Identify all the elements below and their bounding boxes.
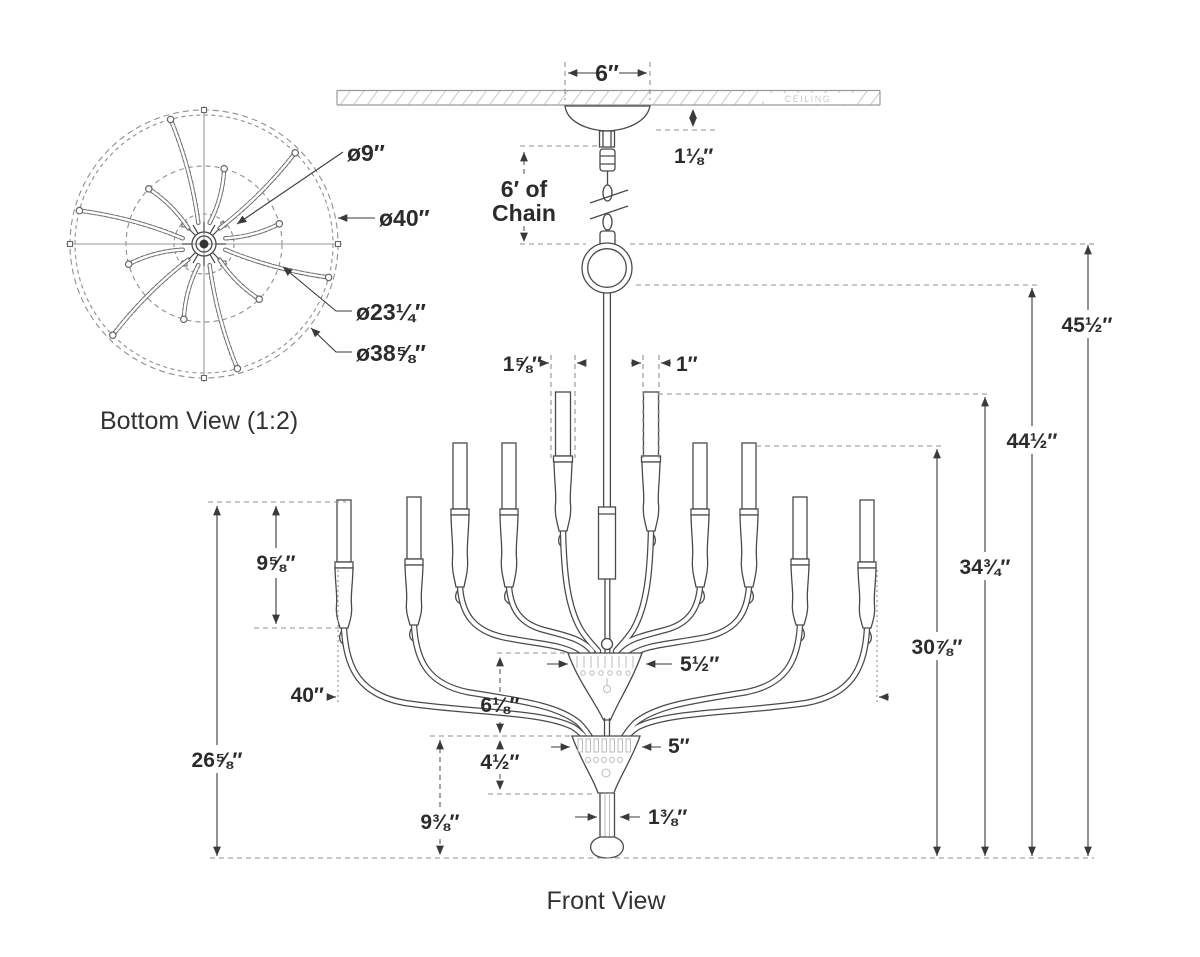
chain-note-line1: 6′ of — [501, 176, 548, 202]
dim-lower-bobeche-height: 4½″ — [480, 751, 519, 774]
ceiling-label: CEILING — [785, 94, 832, 104]
dim-stem-width: 1⅜″ — [648, 806, 687, 829]
arm-end-nodes — [75, 115, 333, 373]
arms — [338, 527, 873, 748]
dim-upper-bobeche-width: 5½″ — [680, 653, 719, 676]
central-stem — [567, 293, 643, 859]
dim-inner-ring-diameter: ø23¼″ — [356, 299, 426, 325]
dim-body-height: 26⅝″ — [192, 749, 243, 772]
dim-to-upper-candles: 34¾″ — [960, 556, 1011, 579]
bottom-finial — [589, 836, 625, 859]
dim-lower-bobeche-width: 5″ — [668, 735, 690, 758]
canopy — [564, 105, 651, 132]
dim-overall-diameter: ø40″ — [379, 205, 430, 231]
dim-bobeche-gap: 6⅛″ — [480, 694, 519, 717]
chain-note-line2: Chain — [492, 200, 556, 226]
front-dimensions: 6″ 1⅛″ 6′ of Chain 45½″ 44½″ 34¾″ 30⅞″ 2… — [192, 60, 1113, 859]
dim-overall-a: 45½″ — [1062, 314, 1113, 337]
dim-hub-diameter: ø9″ — [347, 140, 385, 166]
dim-bottom-drop: 9⅜″ — [420, 811, 459, 834]
radial-arms — [77, 117, 331, 371]
dim-sleeve-width: 1⅝″ — [503, 353, 542, 376]
canopy-and-chain — [564, 105, 651, 294]
front-view-caption: Front View — [546, 887, 666, 915]
hanging-ring — [581, 242, 633, 294]
bottom-view-leaders: ø9″ ø40″ ø23¼″ ø38⅝″ — [236, 140, 430, 366]
bottom-view: ø9″ ø40″ ø23¼″ ø38⅝″ Bottom View (1:2) — [66, 106, 430, 435]
ceiling-hatch: CEILING — [336, 89, 881, 106]
dim-candle-height: 9⅝″ — [256, 552, 295, 575]
dim-to-mid-candles: 30⅞″ — [912, 636, 963, 659]
center-candle-socket — [597, 506, 617, 580]
dim-overall-b: 44½″ — [1007, 430, 1058, 453]
center-hub — [182, 222, 226, 266]
dim-canopy-width: 6″ — [595, 60, 619, 86]
lower-crystals — [577, 738, 631, 778]
dim-overall-width: 40″ — [291, 684, 324, 707]
chain-break-symbol — [589, 189, 629, 220]
dim-outer-ring-diameter: ø38⅝″ — [356, 340, 426, 366]
upper-crystals — [576, 656, 634, 693]
bottom-view-caption: Bottom View (1:2) — [100, 407, 298, 435]
dim-candle-width: 1″ — [676, 353, 698, 376]
dim-canopy-drop: 1⅛″ — [674, 145, 713, 168]
front-view: CEILING — [192, 60, 1113, 915]
